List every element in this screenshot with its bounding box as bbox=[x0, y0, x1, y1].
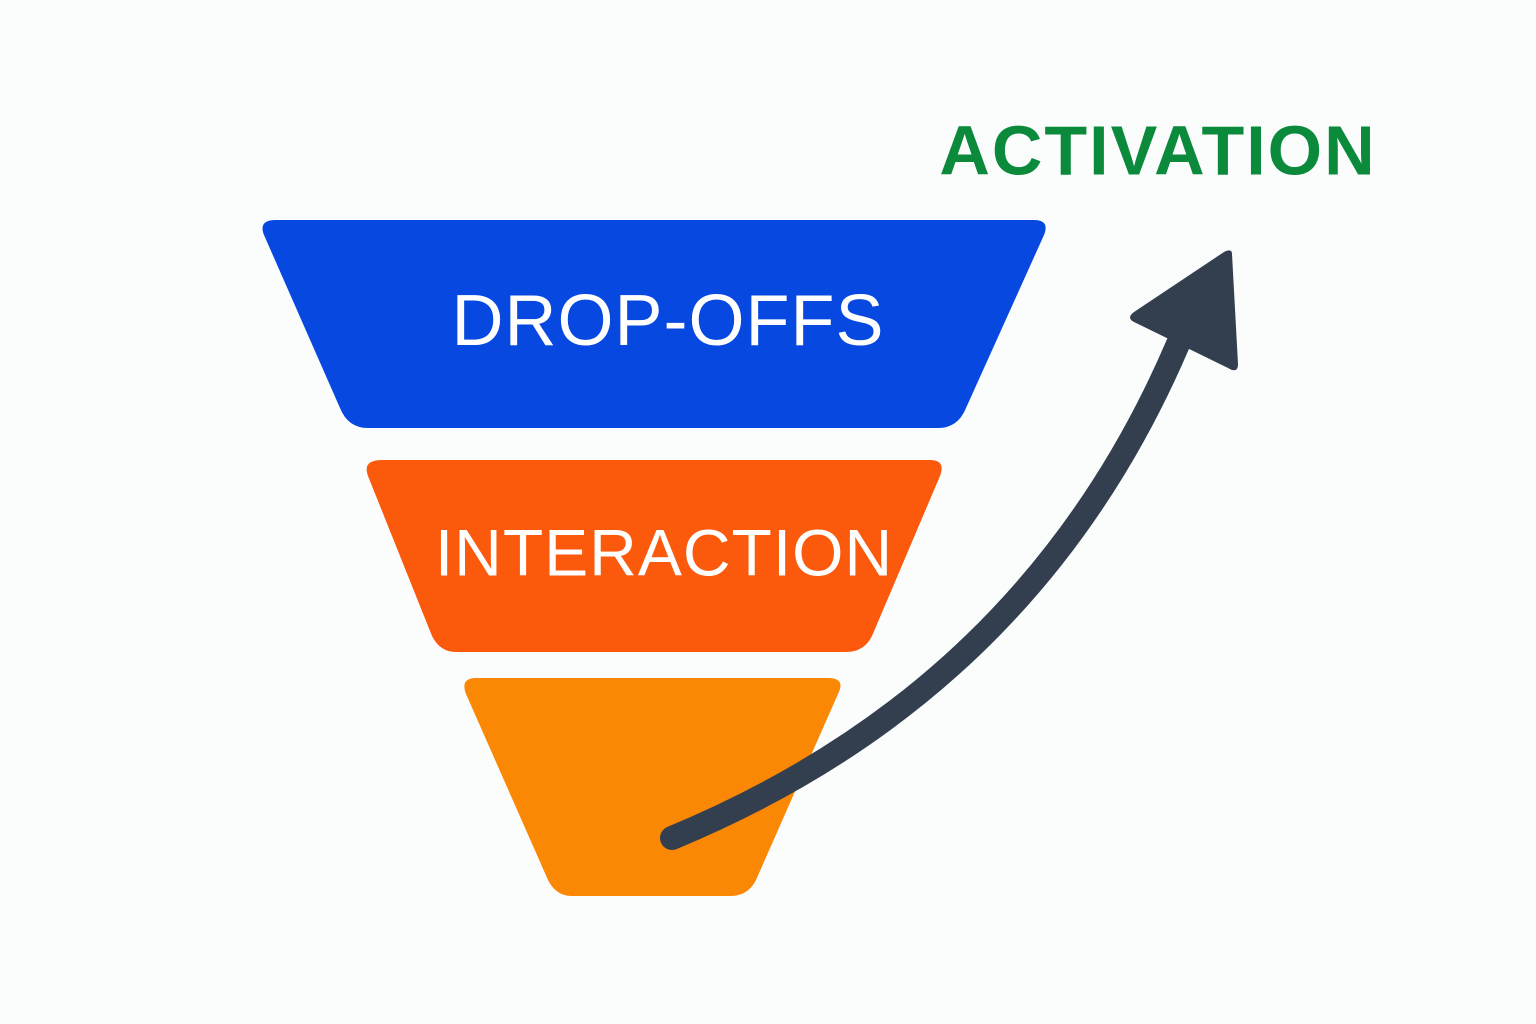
stage-label-interaction: INTERACTION bbox=[435, 515, 893, 589]
funnel-stage-interaction bbox=[366, 460, 942, 652]
growth-arrow-head-icon bbox=[1130, 250, 1238, 371]
funnel-stage-bottom bbox=[464, 678, 841, 896]
growth-arrow-shaft bbox=[660, 332, 1190, 850]
stage-label-drop-offs: DROP-OFFS bbox=[452, 281, 885, 361]
funnel-stage-drop-offs bbox=[262, 220, 1046, 428]
activation-label: ACTIVATION bbox=[939, 111, 1376, 189]
